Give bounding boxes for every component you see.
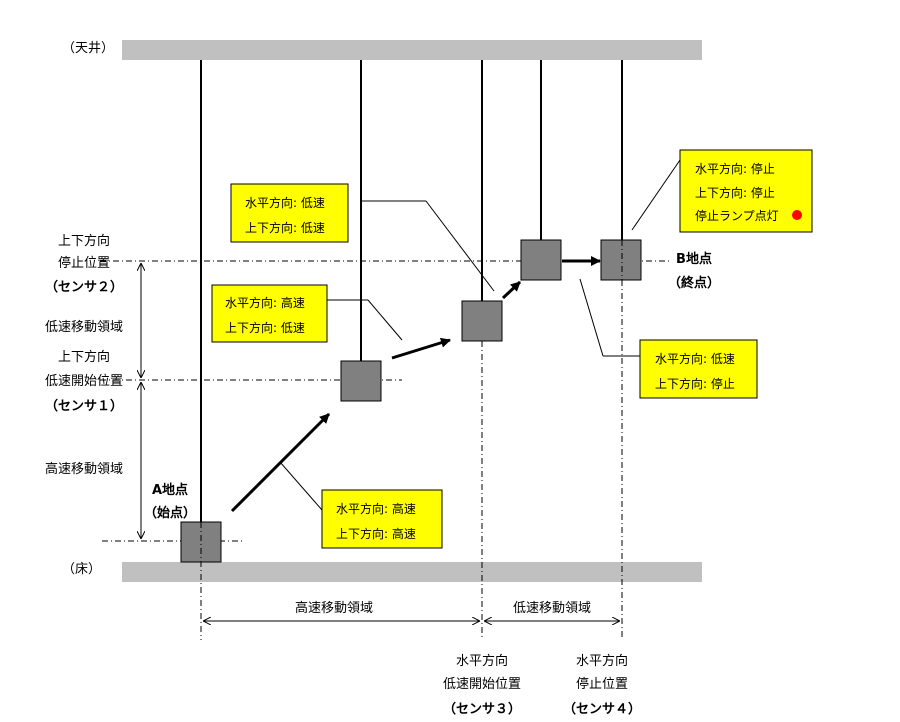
high-zone-vertical-label: 高速移動領域 — [45, 461, 123, 477]
leader-high-high — [279, 461, 323, 511]
vertical-slow-label-line1: 上下方向 — [58, 349, 110, 365]
note-high-high-horizontal: 水平方向: 高速 — [336, 501, 416, 516]
point-a-label: A地点 — [152, 482, 188, 498]
leader-stop-stop — [631, 159, 681, 231]
note-low-stop-vertical: 上下方向: 停止 — [655, 376, 735, 391]
note-low-stop: 水平方向: 低速 上下方向: 停止 — [639, 339, 758, 399]
sensor-4-label: （センサ４） — [563, 701, 641, 717]
vertical-slow-label-line2: 低速開始位置 — [45, 374, 123, 389]
horizontal-stop-label-line2: 停止位置 — [576, 676, 628, 692]
floor-slab — [122, 562, 702, 582]
block-vertical-slow — [340, 360, 382, 402]
stop-lamp-icon — [792, 210, 802, 220]
move-arrow-low-low — [501, 280, 522, 300]
note-high-low: 水平方向: 高速 上下方向: 低速 — [211, 284, 328, 343]
horizontal-stop-label-line1: 水平方向 — [576, 653, 628, 669]
vertical-stop-label-line1: 上下方向 — [58, 233, 110, 249]
horizontal-slow-label-line1: 水平方向 — [456, 653, 508, 669]
leader-low-low-2 — [425, 200, 495, 292]
horizontal-slow-label-line2: 低速開始位置 — [443, 677, 521, 692]
note-high-low-horizontal: 水平方向: 高速 — [225, 295, 305, 310]
sensor-3-label: （センサ３） — [443, 701, 521, 717]
leader-low-stop — [579, 278, 604, 357]
note-high-high: 水平方向: 高速 上下方向: 高速 — [321, 489, 443, 549]
note-low-low-vertical: 上下方向: 低速 — [245, 220, 325, 235]
point-b-label: B地点 — [676, 251, 712, 267]
note-stop-lamp: 停止ランプ点灯 — [695, 208, 779, 223]
leader-high-low-2 — [367, 299, 403, 341]
high-zone-horizontal-label: 高速移動領域 — [295, 600, 373, 616]
note-low-low: 水平方向: 低速 上下方向: 低速 — [230, 183, 349, 243]
sensor-2-label: （センサ２） — [45, 279, 123, 295]
move-arrow-high-low — [391, 337, 451, 360]
block-horizontal-slow — [461, 300, 503, 342]
note-high-high-vertical: 上下方向: 高速 — [336, 526, 416, 541]
block-point-a — [180, 521, 222, 563]
point-a-start-label: （始点） — [144, 505, 196, 521]
ceiling-slab — [122, 40, 702, 60]
floor-label: （床） — [62, 562, 101, 577]
low-zone-horizontal-label: 低速移動領域 — [513, 600, 591, 616]
sensor-1-label: （センサ１） — [45, 398, 123, 414]
note-high-low-vertical: 上下方向: 低速 — [225, 320, 305, 335]
point-b-end-label: （終点） — [668, 275, 720, 291]
vertical-stop-label-line2: 停止位置 — [58, 255, 110, 271]
note-stop-stop-vertical: 上下方向: 停止 — [695, 185, 775, 200]
low-zone-vertical-label: 低速移動領域 — [45, 319, 123, 335]
note-stop-stop: 水平方向: 停止 上下方向: 停止 停止ランプ点灯 — [679, 149, 813, 233]
block-point-b — [600, 239, 642, 281]
note-low-stop-horizontal: 水平方向: 低速 — [655, 351, 735, 366]
note-stop-stop-horizontal: 水平方向: 停止 — [695, 161, 775, 176]
note-low-low-horizontal: 水平方向: 低速 — [245, 195, 325, 210]
block-vertical-stop — [520, 239, 562, 281]
ceiling-label: （天井） — [62, 41, 114, 56]
